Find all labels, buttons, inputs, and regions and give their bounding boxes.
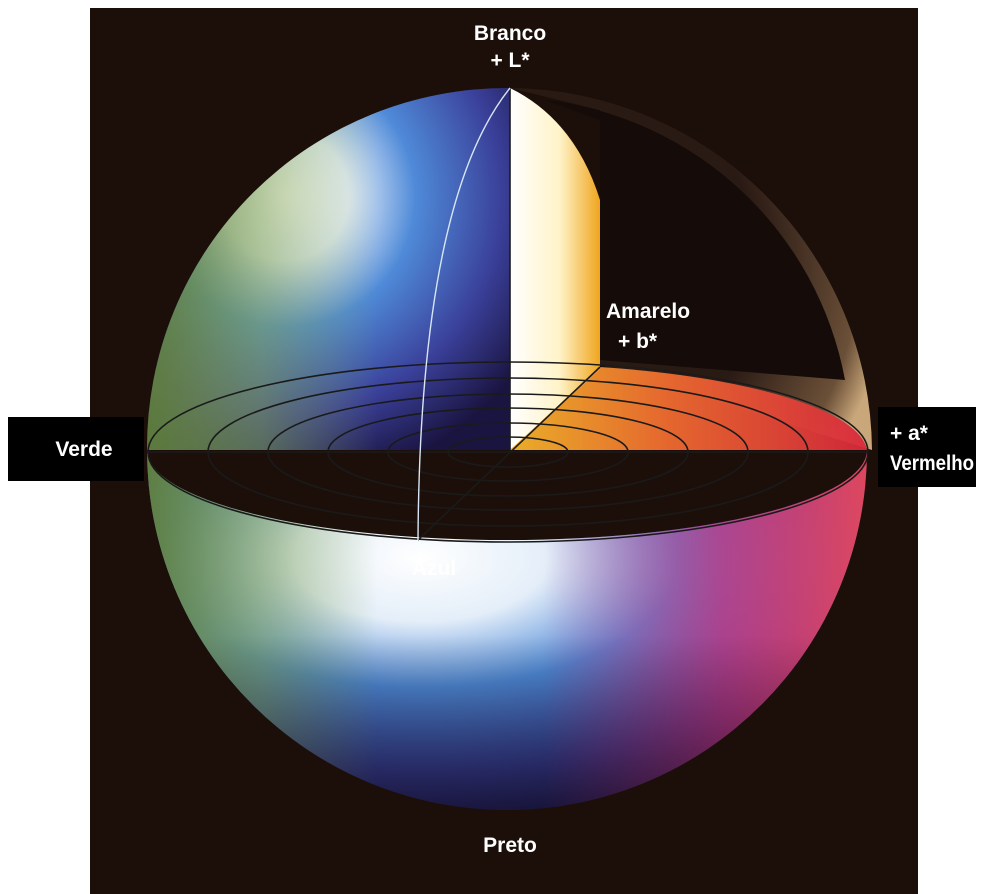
cutaway-inner-shadow bbox=[545, 100, 845, 380]
axes bbox=[147, 88, 867, 541]
cut-face-white-yellow bbox=[510, 88, 600, 450]
label-green: Verde bbox=[55, 438, 112, 461]
label-red: Vermelho bbox=[890, 452, 974, 475]
equator-plane-warm-quadrant bbox=[510, 367, 867, 450]
label-a-axis: + a* bbox=[890, 422, 929, 445]
label-l-axis: + L* bbox=[490, 49, 530, 72]
label-yellow: Amarelo bbox=[606, 300, 690, 323]
label-b-axis: + b* bbox=[618, 330, 658, 353]
label-red-box bbox=[878, 407, 976, 487]
b-axis-line bbox=[417, 366, 601, 541]
label-black: Preto bbox=[483, 834, 537, 857]
label-green-box bbox=[8, 417, 144, 481]
meridian-arc bbox=[417, 87, 511, 541]
label-white: Branco bbox=[474, 22, 546, 45]
label-blue: Azul bbox=[412, 557, 456, 580]
